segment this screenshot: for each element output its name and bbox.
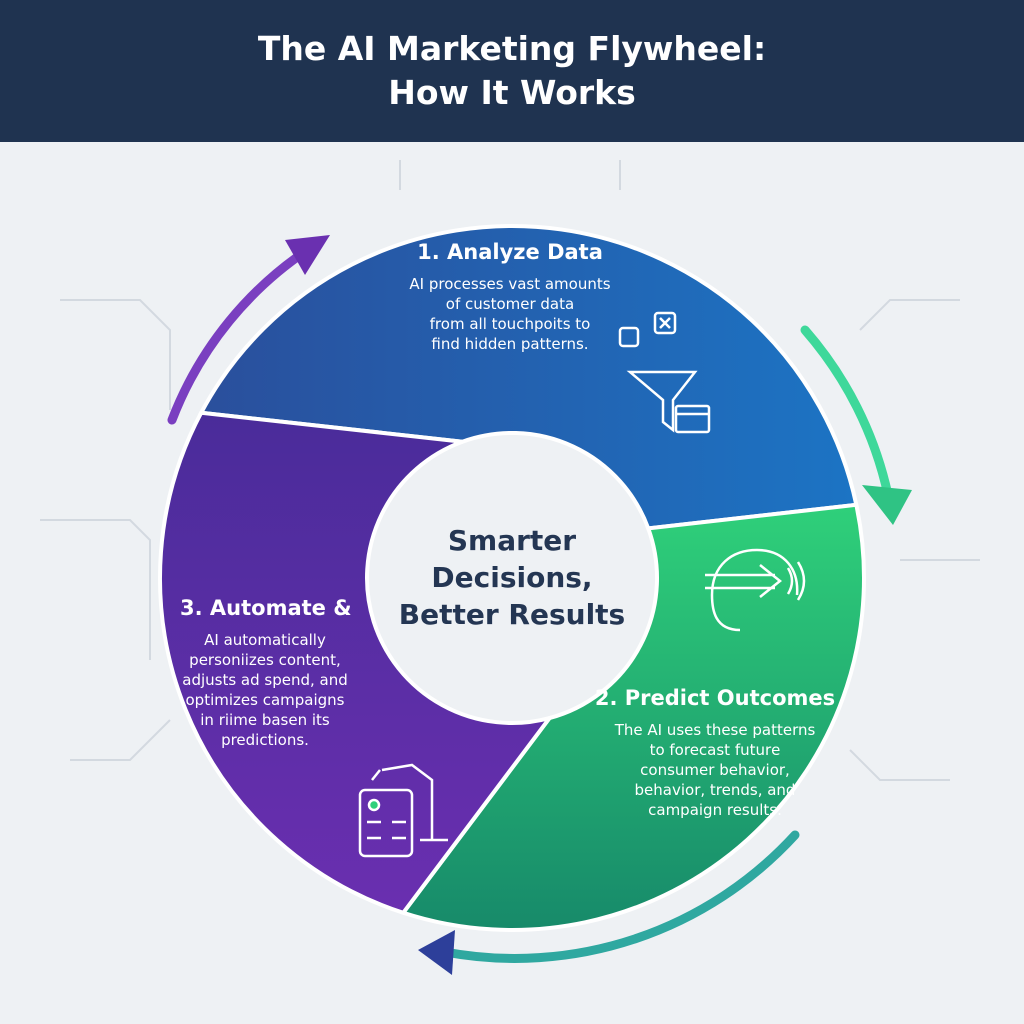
purple-cycle-arrow — [167, 240, 320, 425]
step-1-body-line: AI processes vast amounts — [409, 275, 611, 293]
step-2-body-line: The AI uses these patterns — [614, 721, 816, 739]
bottom-cycle-arrow — [440, 830, 800, 963]
step-1-body-line: find hidden patterns. — [431, 335, 589, 353]
step-1-title: 1. Analyze Data — [417, 240, 603, 264]
step-3-body-line: personiizes content, — [189, 651, 341, 669]
purple-arrowhead-icon — [285, 235, 330, 275]
step-1-text: 1. Analyze Data AI processes vast amount… — [380, 240, 640, 354]
segment-predict-outcomes — [399, 502, 866, 932]
step-2-body-line: to forecast futurе — [649, 741, 781, 759]
step-2-body-line: campaign results. — [648, 801, 782, 819]
step-3-body-line: predictions. — [221, 731, 309, 749]
step-1-body-line: of customer data — [445, 295, 575, 313]
robot-arm-icon — [358, 763, 448, 858]
step-3-body-line: adjusts ad spend, and — [182, 671, 348, 689]
center-line: Better Results — [398, 598, 626, 631]
step-3-title: 3. Automate & — [180, 596, 352, 620]
center-line: Decisions, — [431, 561, 593, 594]
segment-analyze-data — [198, 224, 859, 531]
segment-automate — [158, 410, 555, 916]
head-arrow-icon — [705, 548, 806, 632]
step-3-body-line: in riime basen its — [200, 711, 330, 729]
step-2-body-line: behavior, trends, and — [634, 781, 796, 799]
step-3-text: 3. Automate & AI automatically personiize… — [165, 596, 365, 750]
page-title: The AI Marketing Flywheel:How It Works — [257, 29, 767, 112]
green-arrowhead-icon — [862, 485, 912, 525]
step-1-body-line: from all touchpoits to — [429, 315, 591, 333]
flywheel-diagram — [40, 160, 980, 975]
step-3-body-line: optimizes campaigns — [185, 691, 345, 709]
blue-arrowhead-icon — [418, 930, 455, 975]
green-cycle-arrow — [800, 325, 893, 500]
header: The AI Marketing Flywheel:How It Works — [0, 0, 1024, 142]
step-2-text: 2. Predict Outcomes The AI uses these pa… — [575, 686, 855, 820]
funnel-social-icon — [618, 311, 711, 434]
center-line: Smarter — [447, 524, 577, 557]
step-2-title: 2. Predict Outcomes — [594, 686, 836, 710]
step-3-body-line: AI automatically — [204, 631, 326, 649]
circuit-background — [40, 160, 980, 781]
center-message: Smarter Decisions, Better Results — [392, 522, 632, 633]
step-2-body-line: consumer behavior, — [640, 761, 790, 779]
